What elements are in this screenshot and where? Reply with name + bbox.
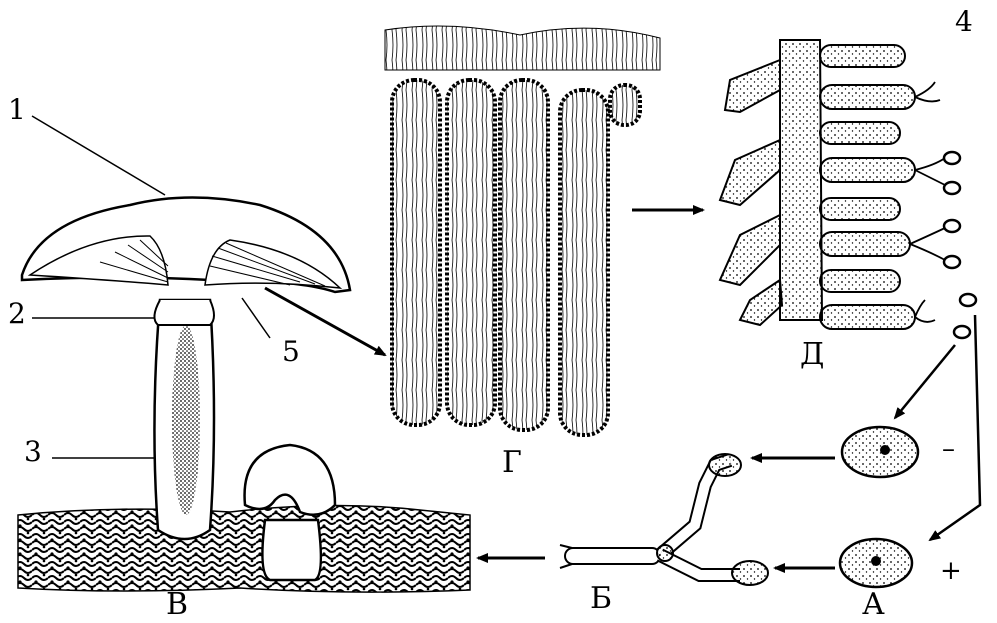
label-minus: –	[942, 436, 955, 462]
label-stage-a: А	[862, 590, 885, 620]
spore-minus	[842, 427, 918, 477]
arrow-spore-to-plus	[930, 315, 980, 540]
label-stage-b: Б	[590, 584, 612, 614]
label-plus: +	[940, 558, 962, 584]
gill-section-hyphae-top	[385, 26, 660, 70]
gill-lamellae	[392, 80, 640, 435]
arrow-spore-to-minus	[895, 345, 955, 418]
stipe-dotted-core	[172, 325, 200, 515]
label-part-5: 5	[282, 338, 300, 366]
label-part-3: 3	[24, 438, 42, 466]
label-part-1: 1	[8, 96, 26, 124]
hymenium-basidia	[720, 40, 976, 338]
hymenium-central-hyphae	[780, 40, 822, 320]
leader-line-5	[242, 298, 270, 338]
spore-plus	[840, 539, 912, 587]
basidiospores	[944, 152, 976, 338]
label-part-4: 4	[955, 8, 973, 36]
mushroom-ring	[154, 300, 214, 325]
side-hyphae	[720, 60, 782, 325]
label-stage-d: Д	[800, 340, 824, 370]
leader-line-1	[32, 116, 165, 195]
soil-substrate	[18, 505, 470, 592]
gill-section	[385, 26, 660, 435]
label-part-2: 2	[8, 300, 26, 328]
sterigmata	[910, 82, 945, 322]
basidia-cells	[820, 45, 915, 329]
label-stage-v: В	[166, 590, 188, 620]
label-stage-g: Г	[502, 448, 522, 478]
mycelium-fusion	[560, 454, 768, 585]
